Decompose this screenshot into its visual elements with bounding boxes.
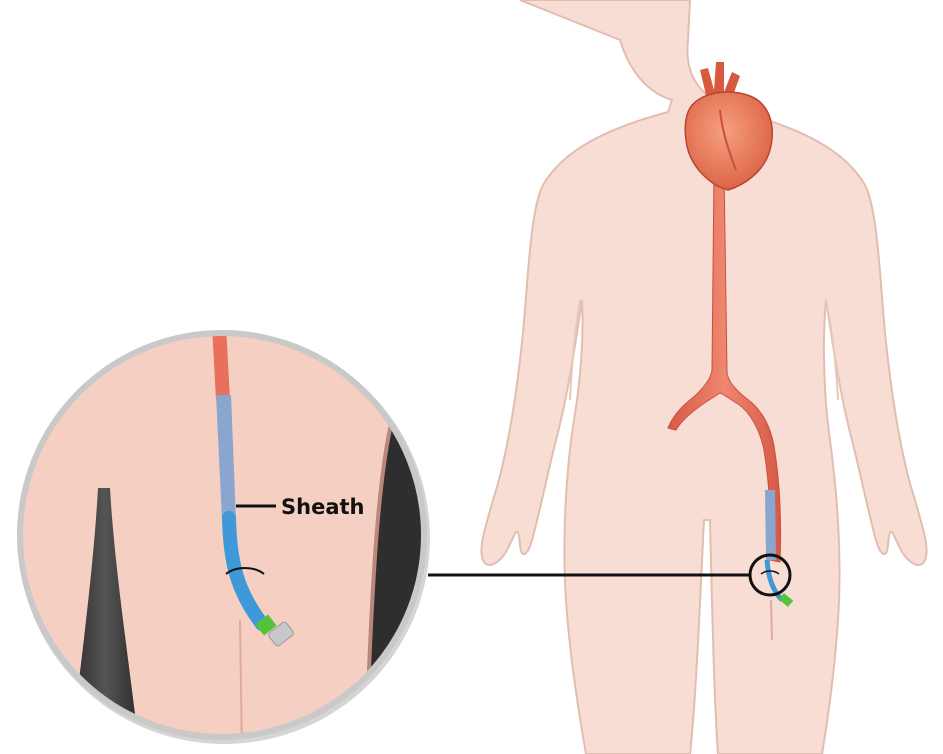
femoral-vessel-lower <box>771 600 772 640</box>
sheath-body-small <box>765 490 776 560</box>
magnifier-icon <box>10 320 440 754</box>
sheath-label: Sheath <box>281 495 364 519</box>
